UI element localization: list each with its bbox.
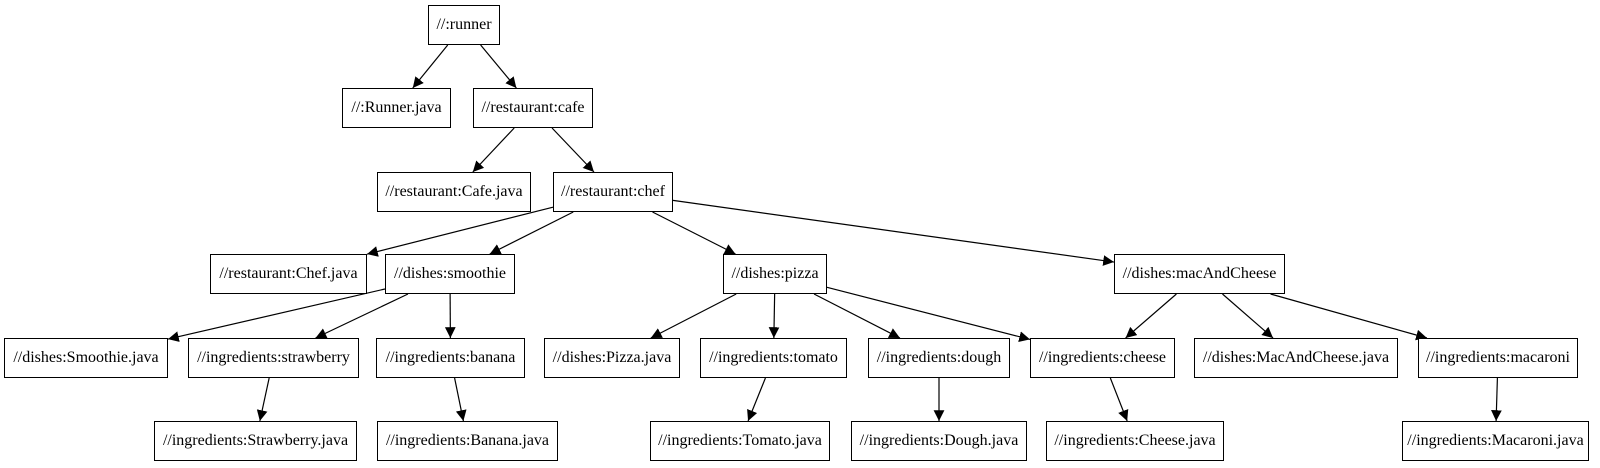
node-banana_java: //ingredients:Banana.java bbox=[377, 421, 558, 461]
node-smoothie: //dishes:smoothie bbox=[385, 254, 515, 294]
edge-mac-macaroni bbox=[1270, 293, 1428, 341]
edge-cafe-cafe_java bbox=[472, 127, 515, 173]
node-chef_java: //restaurant:Chef.java bbox=[210, 254, 367, 294]
node-banana: //ingredients:banana bbox=[376, 338, 525, 378]
node-tomato: //ingredients:tomato bbox=[700, 338, 847, 378]
edge-smoothie-smoothie_java bbox=[167, 288, 386, 342]
edge-pizza-cheese bbox=[826, 286, 1031, 342]
node-runner: //:runner bbox=[428, 5, 500, 45]
edge-runner-cafe bbox=[480, 44, 517, 89]
node-runner_java: //:Runner.java bbox=[342, 88, 451, 128]
edge-mac-cheese bbox=[1125, 293, 1177, 339]
node-cheese_java: //ingredients:Cheese.java bbox=[1046, 421, 1224, 461]
edge-runner-runner_java bbox=[412, 44, 449, 89]
node-mac_java: //dishes:MacAndCheese.java bbox=[1194, 338, 1398, 378]
edge-strawberry-strawberry_java bbox=[256, 377, 270, 422]
node-cafe: //restaurant:cafe bbox=[473, 88, 593, 128]
edge-smoothie-strawberry bbox=[315, 293, 409, 339]
node-dough_java: //ingredients:Dough.java bbox=[851, 421, 1027, 461]
node-cheese: //ingredients:cheese bbox=[1030, 338, 1175, 378]
edge-pizza-tomato bbox=[768, 293, 780, 339]
edge-banana-banana_java bbox=[454, 377, 467, 422]
node-macaroni: //ingredients:macaroni bbox=[1418, 338, 1578, 378]
node-strawberry_java: //ingredients:Strawberry.java bbox=[154, 421, 357, 461]
edge-mac-mac_java bbox=[1222, 293, 1274, 339]
edge-chef-mac bbox=[672, 199, 1115, 266]
node-pizza_java: //dishes:Pizza.java bbox=[544, 338, 680, 378]
edge-chef-smoothie bbox=[489, 211, 574, 255]
node-dough: //ingredients:dough bbox=[868, 338, 1010, 378]
edge-cheese-cheese_java bbox=[1109, 377, 1129, 422]
node-macaroni_java: //ingredients:Macaroni.java bbox=[1402, 421, 1589, 461]
node-strawberry: //ingredients:strawberry bbox=[188, 338, 359, 378]
edge-tomato-tomato_java bbox=[747, 377, 766, 422]
node-chef: //restaurant:chef bbox=[553, 172, 673, 212]
edge-pizza-dough bbox=[813, 293, 901, 339]
edge-pizza-pizza_java bbox=[650, 293, 737, 339]
edge-macaroni-macaroni_java bbox=[1491, 377, 1502, 422]
node-pizza: //dishes:pizza bbox=[723, 254, 827, 294]
node-cafe_java: //restaurant:Cafe.java bbox=[377, 172, 531, 212]
edge-chef-pizza bbox=[652, 211, 736, 255]
edge-cafe-chef bbox=[551, 127, 595, 173]
edge-chef-chef_java bbox=[366, 206, 554, 257]
node-smoothie_java: //dishes:Smoothie.java bbox=[4, 338, 168, 378]
node-mac: //dishes:macAndCheese bbox=[1114, 254, 1285, 294]
node-tomato_java: //ingredients:Tomato.java bbox=[650, 421, 830, 461]
